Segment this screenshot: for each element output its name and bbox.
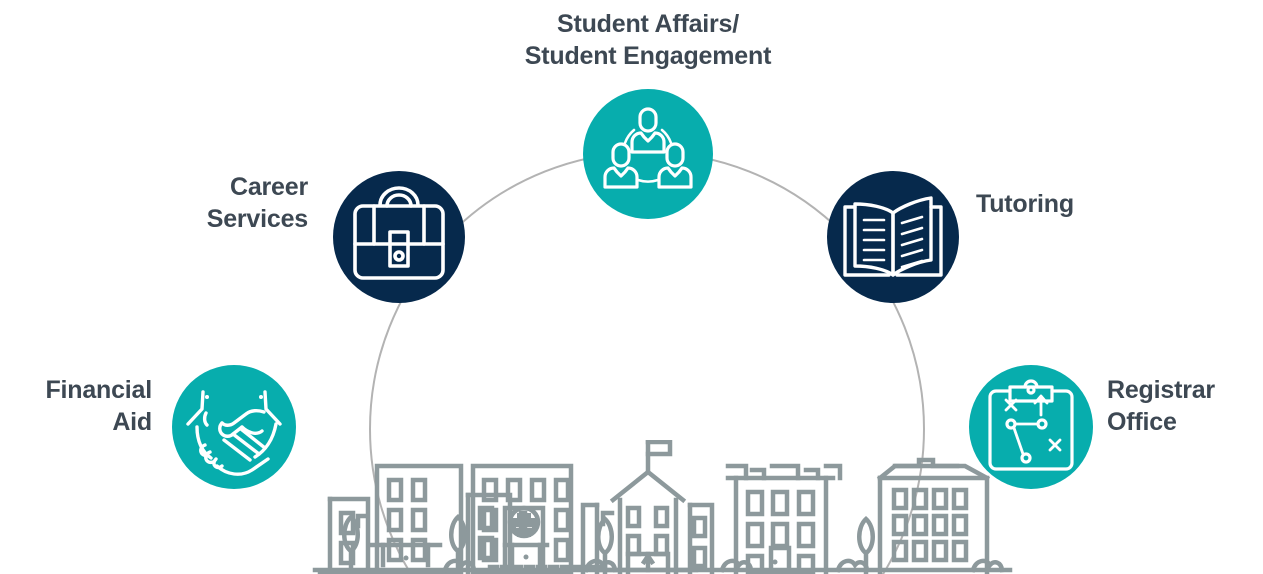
open-book-icon (843, 196, 943, 277)
node-financial-aid[interactable] (172, 365, 296, 489)
financial-aid-circle[interactable] (172, 365, 296, 489)
city-skyline-illustration (312, 440, 1013, 574)
career-services-circle[interactable] (333, 171, 465, 303)
hospital-building (449, 463, 618, 574)
node-registrar-office[interactable] (969, 365, 1093, 489)
label-tutoring: Tutoring (976, 190, 1074, 218)
registrar-office-circle[interactable] (969, 365, 1093, 489)
label-career-services: Career Services (206, 173, 308, 233)
label-financial-aid: Financial Aid (45, 376, 152, 436)
briefcase-icon (353, 186, 445, 280)
school-building-with-flag (580, 440, 715, 574)
handshake-icon (186, 390, 282, 476)
node-student-affairs[interactable] (583, 89, 713, 219)
high-rise-building (857, 457, 1005, 574)
node-career-services[interactable] (333, 171, 465, 303)
clipboard-strategy-icon (988, 379, 1074, 471)
people-network-icon (603, 107, 693, 189)
node-tutoring[interactable] (827, 171, 959, 303)
apartment-building (719, 463, 870, 574)
label-student-affairs: Student Affairs/ Student Engagement (524, 10, 772, 70)
office-tower-left (317, 463, 513, 574)
label-registrar-office: Registrar Office (1107, 376, 1215, 436)
